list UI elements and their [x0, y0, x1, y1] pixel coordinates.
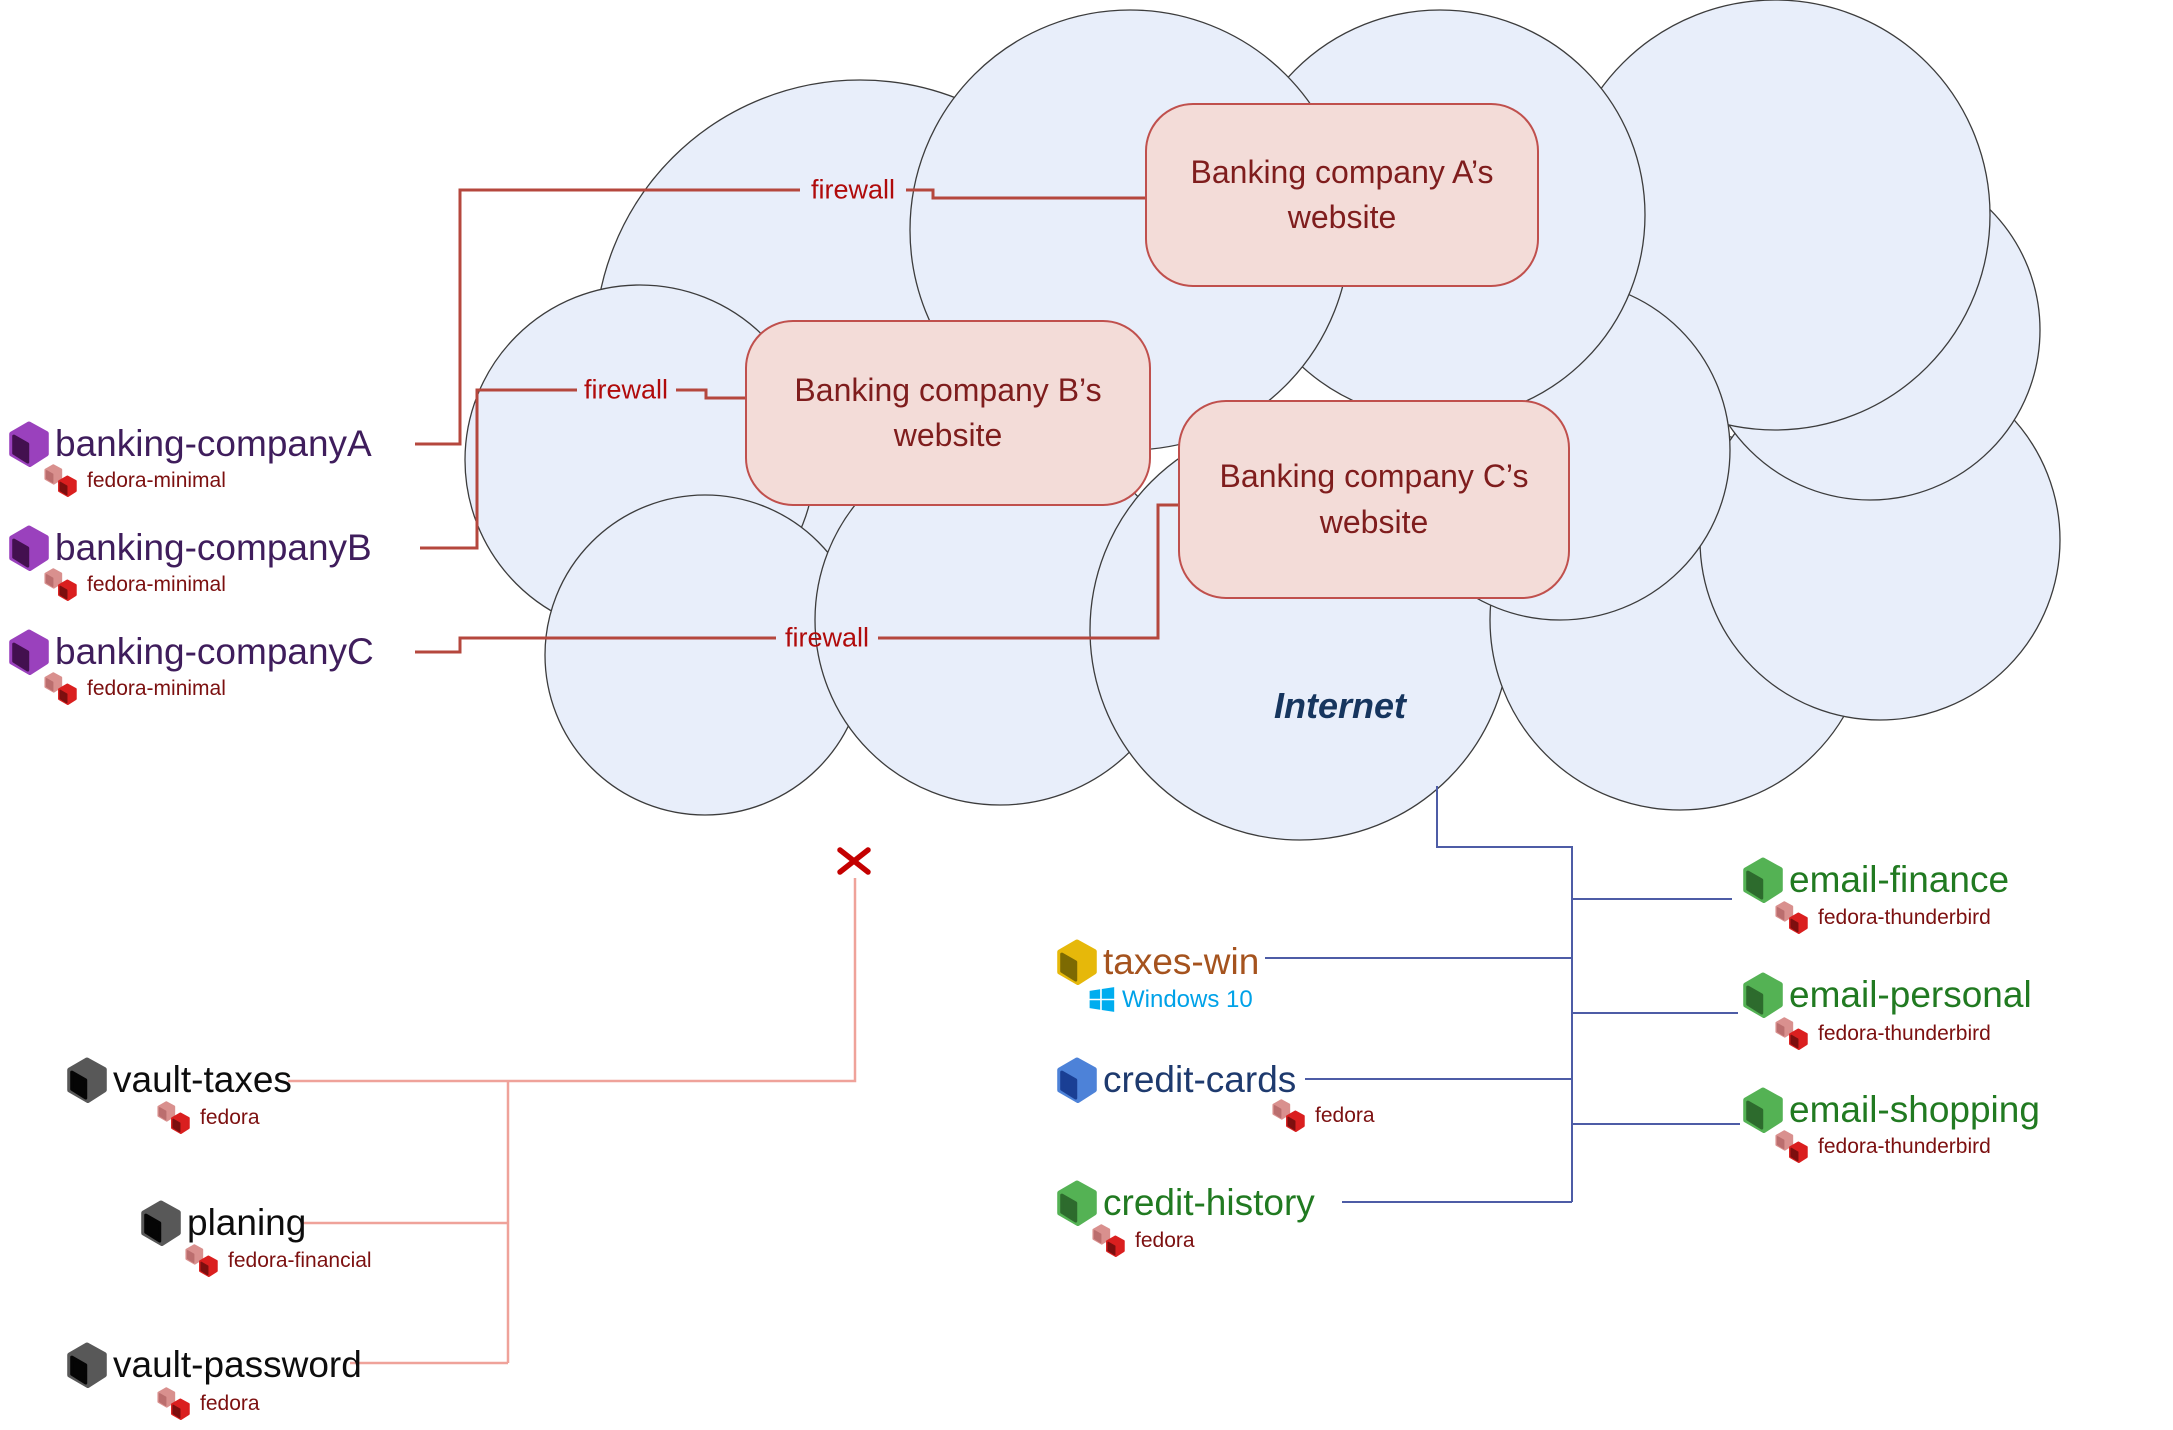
qube-name: vault-password	[113, 1344, 362, 1385]
qube-cube-icon	[1745, 1089, 1781, 1131]
fedora-template-icon	[1273, 1100, 1304, 1131]
template-name: fedora-thunderbird	[1818, 1021, 1991, 1045]
qube-name: email-finance	[1789, 859, 2010, 900]
qube-banking-companyB: banking-companyB	[6, 525, 372, 571]
template-name: fedora	[200, 1105, 260, 1129]
qube-name: banking-companyA	[55, 423, 372, 464]
firewall-connection-c	[415, 636, 776, 654]
fedora-template-icon	[45, 673, 76, 704]
template-name: fedora-thunderbird	[1818, 905, 1991, 929]
website-box-a: Banking company A’s website	[1145, 103, 1539, 287]
template-name: Windows 10	[1122, 985, 1253, 1013]
qube-credit-cards: credit-cards	[1054, 1057, 1296, 1103]
qube-cube-icon	[1059, 941, 1095, 983]
vault-taxes-line	[288, 878, 857, 1083]
template-name: fedora-minimal	[87, 468, 226, 492]
qube-vault-password: vault-password	[64, 1342, 362, 1388]
template-name: fedora	[1315, 1103, 1375, 1127]
qube-name: credit-cards	[1103, 1059, 1297, 1100]
qube-name: banking-companyC	[55, 631, 374, 672]
template-name: fedora-financial	[228, 1248, 372, 1272]
firewall-label-b: firewall	[583, 374, 669, 405]
vault-connections	[288, 878, 857, 1365]
no-network-x-icon	[837, 847, 871, 875]
template-label-banking-companyA: fedora-minimal	[42, 464, 226, 497]
firewall-label-a: firewall	[810, 174, 896, 205]
fedora-template-icon	[1776, 1131, 1807, 1162]
firewall-connection-c2	[878, 503, 1178, 640]
template-label-vault-password: fedora	[155, 1387, 260, 1420]
qube-cube-icon	[1059, 1182, 1095, 1224]
qube-name: email-shopping	[1789, 1089, 2040, 1130]
website-box-c: Banking company C’s website	[1178, 400, 1570, 599]
qube-cube-icon	[1059, 1059, 1095, 1101]
firewall-connections	[415, 188, 1178, 654]
template-label-banking-companyB: fedora-minimal	[42, 568, 226, 601]
website-box-a-line2: website	[1287, 199, 1397, 235]
qube-name: email-personal	[1789, 974, 2032, 1015]
windows-logo-icon	[1089, 987, 1115, 1012]
template-label-taxes-win: Windows 10	[1088, 983, 1253, 1016]
fedora-template-icon	[1776, 1018, 1807, 1049]
template-label-vault-taxes: fedora	[155, 1101, 260, 1134]
firewall-connection-b	[420, 388, 577, 550]
qube-name: credit-history	[1103, 1182, 1315, 1223]
template-label-credit-cards: fedora	[1270, 1099, 1375, 1132]
qube-email-finance: email-finance	[1740, 857, 2009, 903]
internet-label: Internet	[1273, 685, 1407, 726]
qube-vault-taxes: vault-taxes	[64, 1057, 292, 1103]
template-label-email-personal: fedora-thunderbird	[1773, 1017, 1991, 1050]
fedora-template-icon	[1093, 1225, 1124, 1256]
qube-cube-icon	[11, 423, 47, 465]
firewall-label-c: firewall	[784, 622, 870, 653]
template-label-planing: fedora-financial	[183, 1244, 372, 1277]
fedora-template-icon	[45, 569, 76, 600]
qube-cube-icon	[11, 527, 47, 569]
qube-cube-icon	[11, 631, 47, 673]
template-name: fedora-minimal	[87, 572, 226, 596]
template-label-email-finance: fedora-thunderbird	[1773, 901, 1991, 934]
firewall-connection-a2	[906, 188, 1145, 200]
qube-cube-icon	[143, 1202, 179, 1244]
qube-cube-icon	[1745, 974, 1781, 1016]
internet-trunk-line	[1436, 786, 1573, 1202]
qube-cube-icon	[69, 1344, 105, 1386]
internet-connections	[1265, 786, 1740, 1203]
fedora-template-icon	[158, 1388, 189, 1419]
template-name: fedora-thunderbird	[1818, 1134, 1991, 1158]
firewall-connection-a	[415, 188, 800, 446]
website-box-c-line2: website	[1319, 503, 1429, 540]
template-name: fedora	[1135, 1228, 1195, 1252]
website-box-a-line1: Banking company A’s	[1190, 153, 1494, 190]
qube-planing: planing	[138, 1200, 306, 1246]
fedora-template-icon	[158, 1102, 189, 1133]
qube-taxes-win: taxes-win	[1054, 939, 1259, 985]
fedora-template-icon	[186, 1245, 217, 1276]
qube-credit-history: credit-history	[1054, 1180, 1315, 1226]
qube-email-shopping: email-shopping	[1740, 1087, 2040, 1133]
fedora-template-icon	[1776, 902, 1807, 933]
template-label-credit-history: fedora	[1090, 1224, 1195, 1257]
qube-email-personal: email-personal	[1740, 972, 2032, 1018]
qube-name: planing	[187, 1202, 307, 1243]
qube-cube-icon	[1745, 859, 1781, 901]
template-name: fedora	[200, 1391, 260, 1415]
website-box-c-line1: Banking company C’s	[1219, 458, 1529, 495]
qube-banking-companyA: banking-companyA	[6, 421, 372, 467]
qube-banking-companyC: banking-companyC	[6, 629, 374, 675]
template-label-banking-companyC: fedora-minimal	[42, 672, 226, 705]
website-box-b-line1: Banking company B’s	[794, 371, 1102, 408]
fedora-template-icon	[45, 465, 76, 496]
website-box-b: Banking company B’s website	[745, 320, 1151, 506]
website-box-b-line2: website	[893, 417, 1003, 453]
qube-cube-icon	[69, 1059, 105, 1101]
template-label-email-shopping: fedora-thunderbird	[1773, 1130, 1991, 1163]
qube-name: taxes-win	[1103, 941, 1260, 982]
firewall-connection-b2	[676, 388, 745, 400]
qube-name: vault-taxes	[113, 1059, 292, 1100]
template-name: fedora-minimal	[87, 676, 226, 700]
qube-name: banking-companyB	[55, 527, 372, 568]
